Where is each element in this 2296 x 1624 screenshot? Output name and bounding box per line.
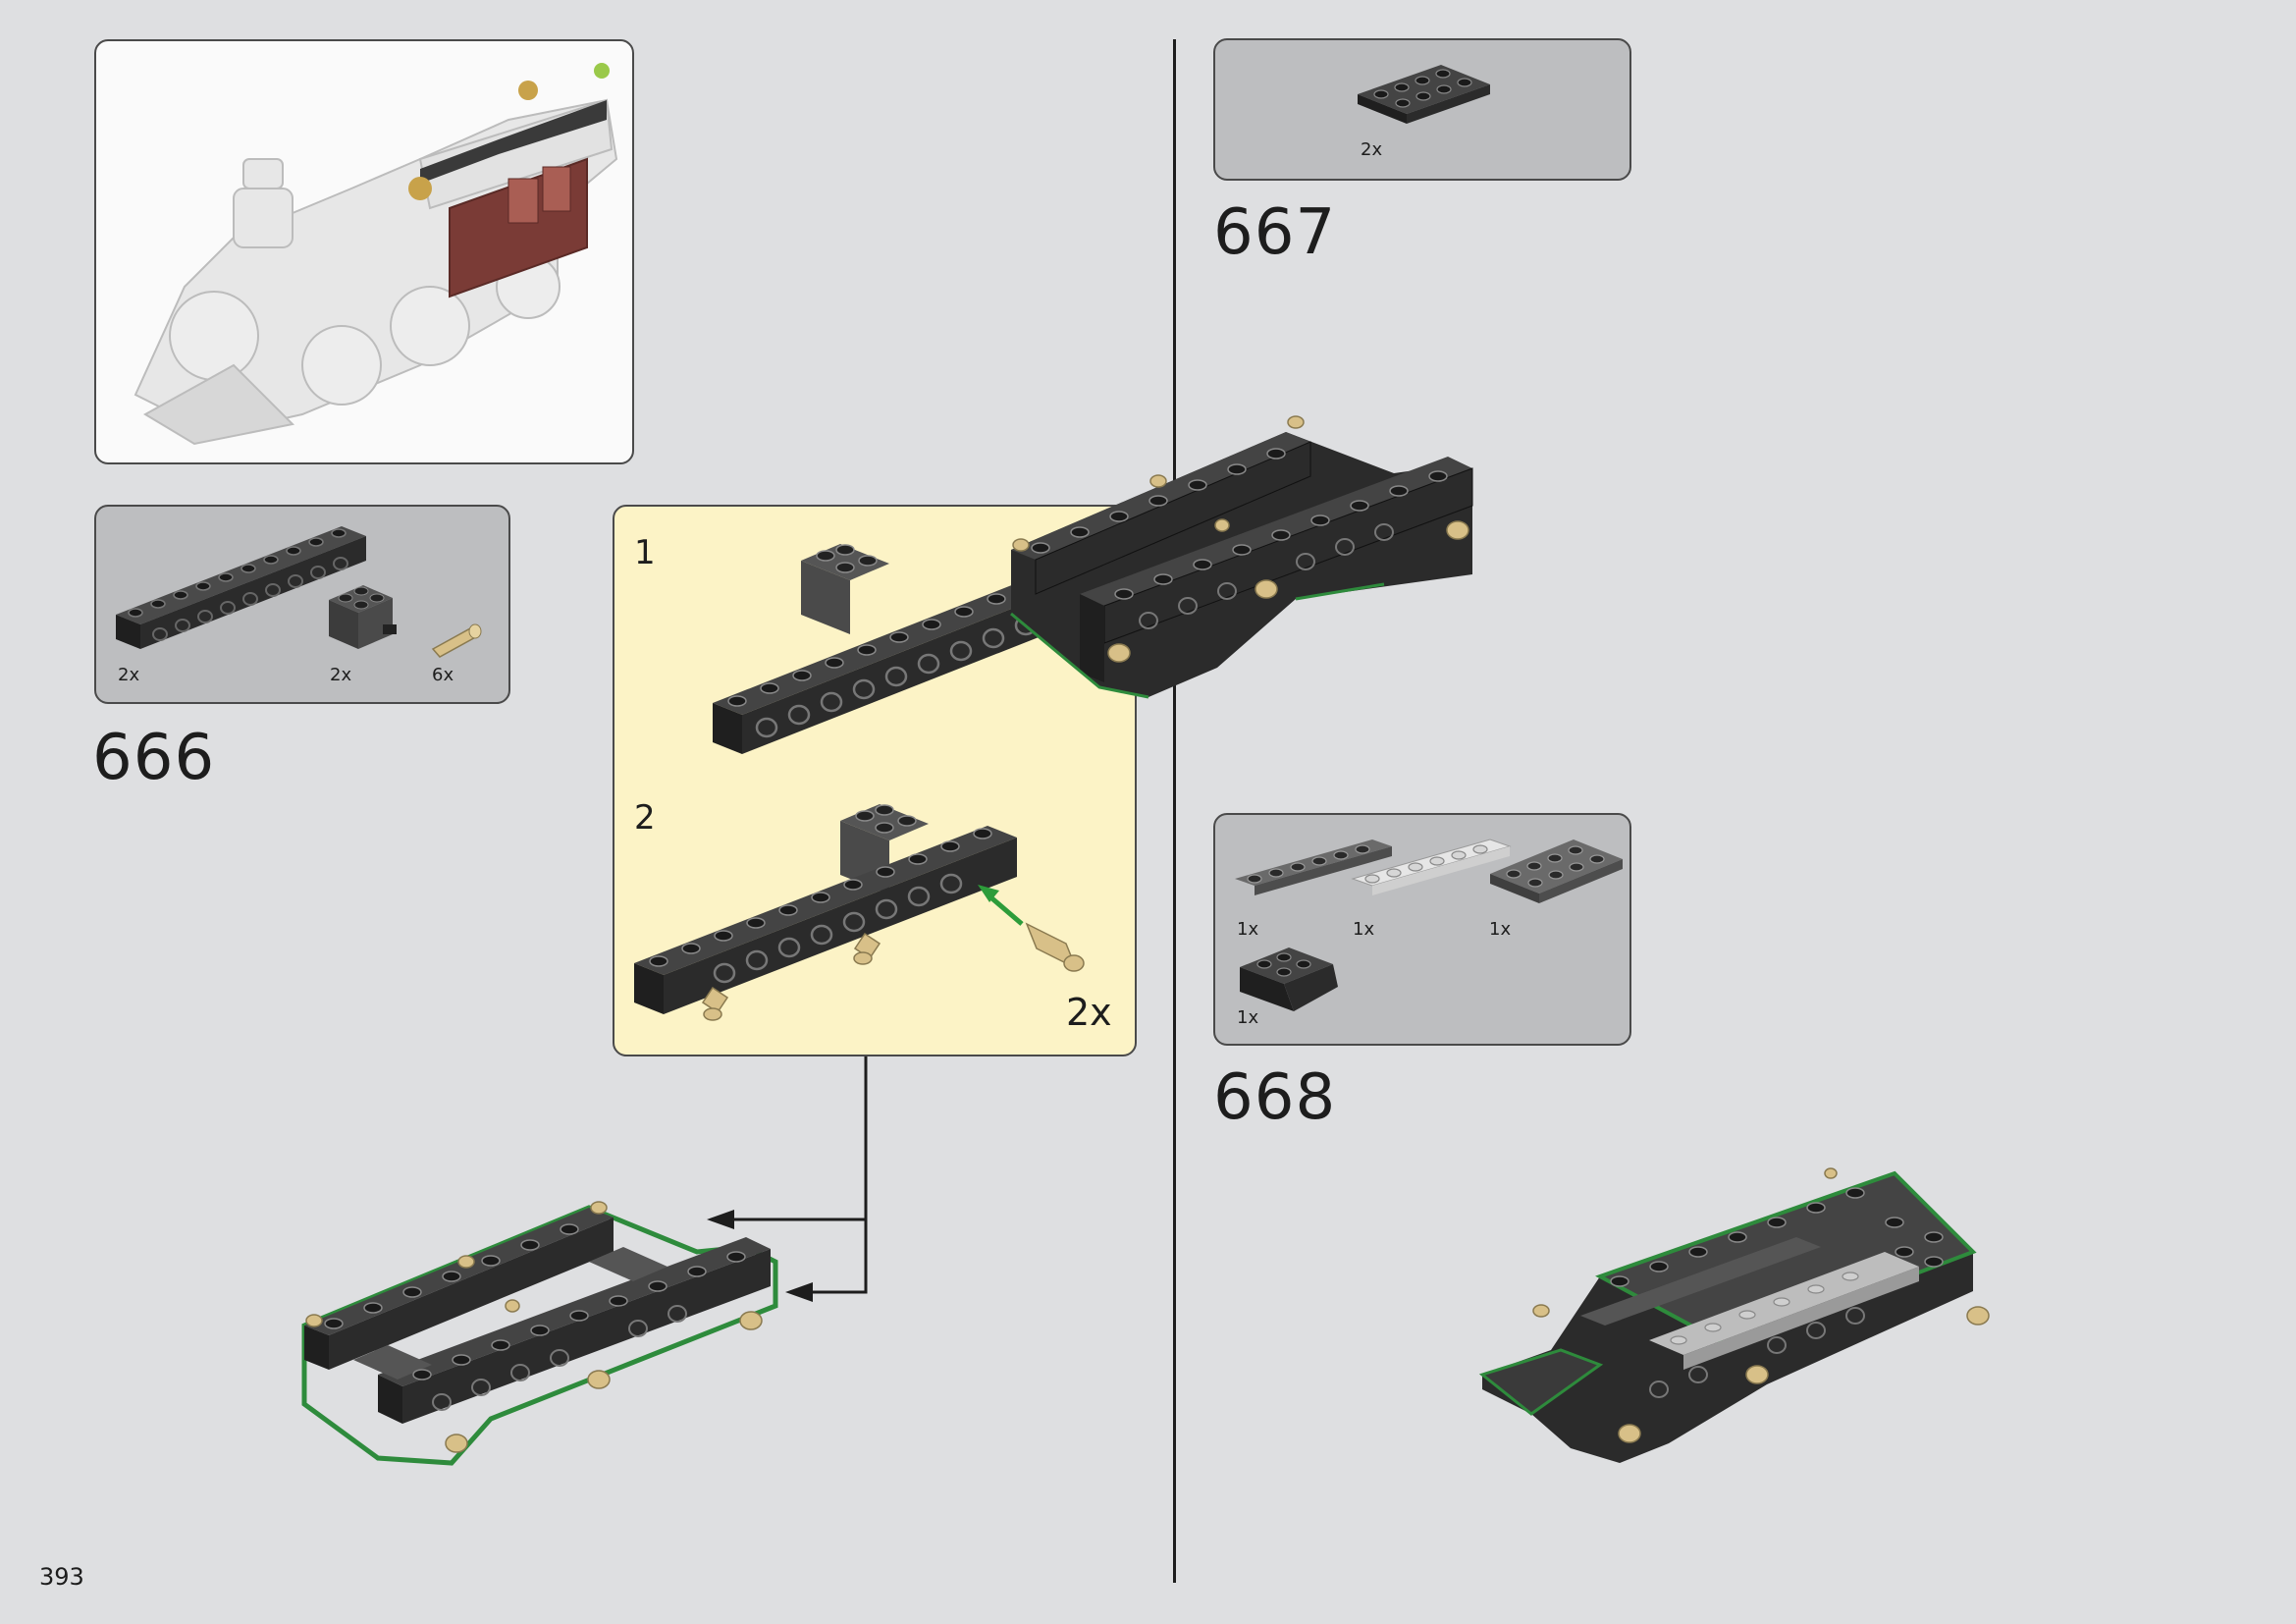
step-666-parts-list: 2x 2x 6x	[94, 505, 510, 704]
part-qty: 1x	[1237, 919, 1259, 940]
step-668-model-image	[1478, 1167, 1990, 1463]
page-divider	[1173, 39, 1176, 1583]
part-qty: 1x	[1237, 1007, 1259, 1028]
model-preview	[94, 39, 634, 464]
step-number: 668	[1213, 1061, 1337, 1134]
step-666-model-image	[301, 1201, 778, 1466]
part-qty: 1x	[1489, 919, 1512, 940]
part-qty: 2x	[1361, 139, 1383, 160]
substep-number: 2	[634, 798, 656, 838]
plate-1x6-light-grey-image	[1351, 839, 1512, 895]
callout-connector-arrows	[707, 1056, 868, 1302]
substep-2-image	[634, 804, 1085, 1021]
substep-number: 1	[634, 533, 656, 572]
subassembly-callout: 1 2 2x	[613, 505, 1137, 1056]
plate-2x4-black-image	[1358, 65, 1490, 124]
technic-pin-tan-image	[431, 623, 482, 658]
page-number: 393	[39, 1563, 84, 1591]
part-qty: 2x	[118, 665, 140, 685]
step-667-model-image	[1010, 415, 1473, 699]
step-number: 666	[92, 722, 216, 794]
plate-1x6-dark-grey-image	[1235, 839, 1392, 895]
substep-1-image	[713, 544, 1066, 754]
part-qty: 6x	[432, 665, 454, 685]
technic-brick-1x10-image	[116, 526, 366, 649]
part-qty: 1x	[1353, 919, 1375, 940]
brick-2x2-with-pin-image	[329, 585, 397, 649]
subassembly-multiplier: 2x	[1066, 991, 1112, 1034]
part-qty: 2x	[330, 665, 352, 685]
plate-2x4-dark-grey-image	[1490, 839, 1623, 903]
step-668-parts-list: 1x 1x 1x 1x	[1213, 813, 1631, 1046]
slope-wedge-black-image	[1240, 947, 1338, 1011]
locomotive-preview-image	[133, 63, 618, 446]
step-667-parts-list: 2x	[1213, 38, 1631, 181]
step-number: 667	[1213, 196, 1337, 269]
